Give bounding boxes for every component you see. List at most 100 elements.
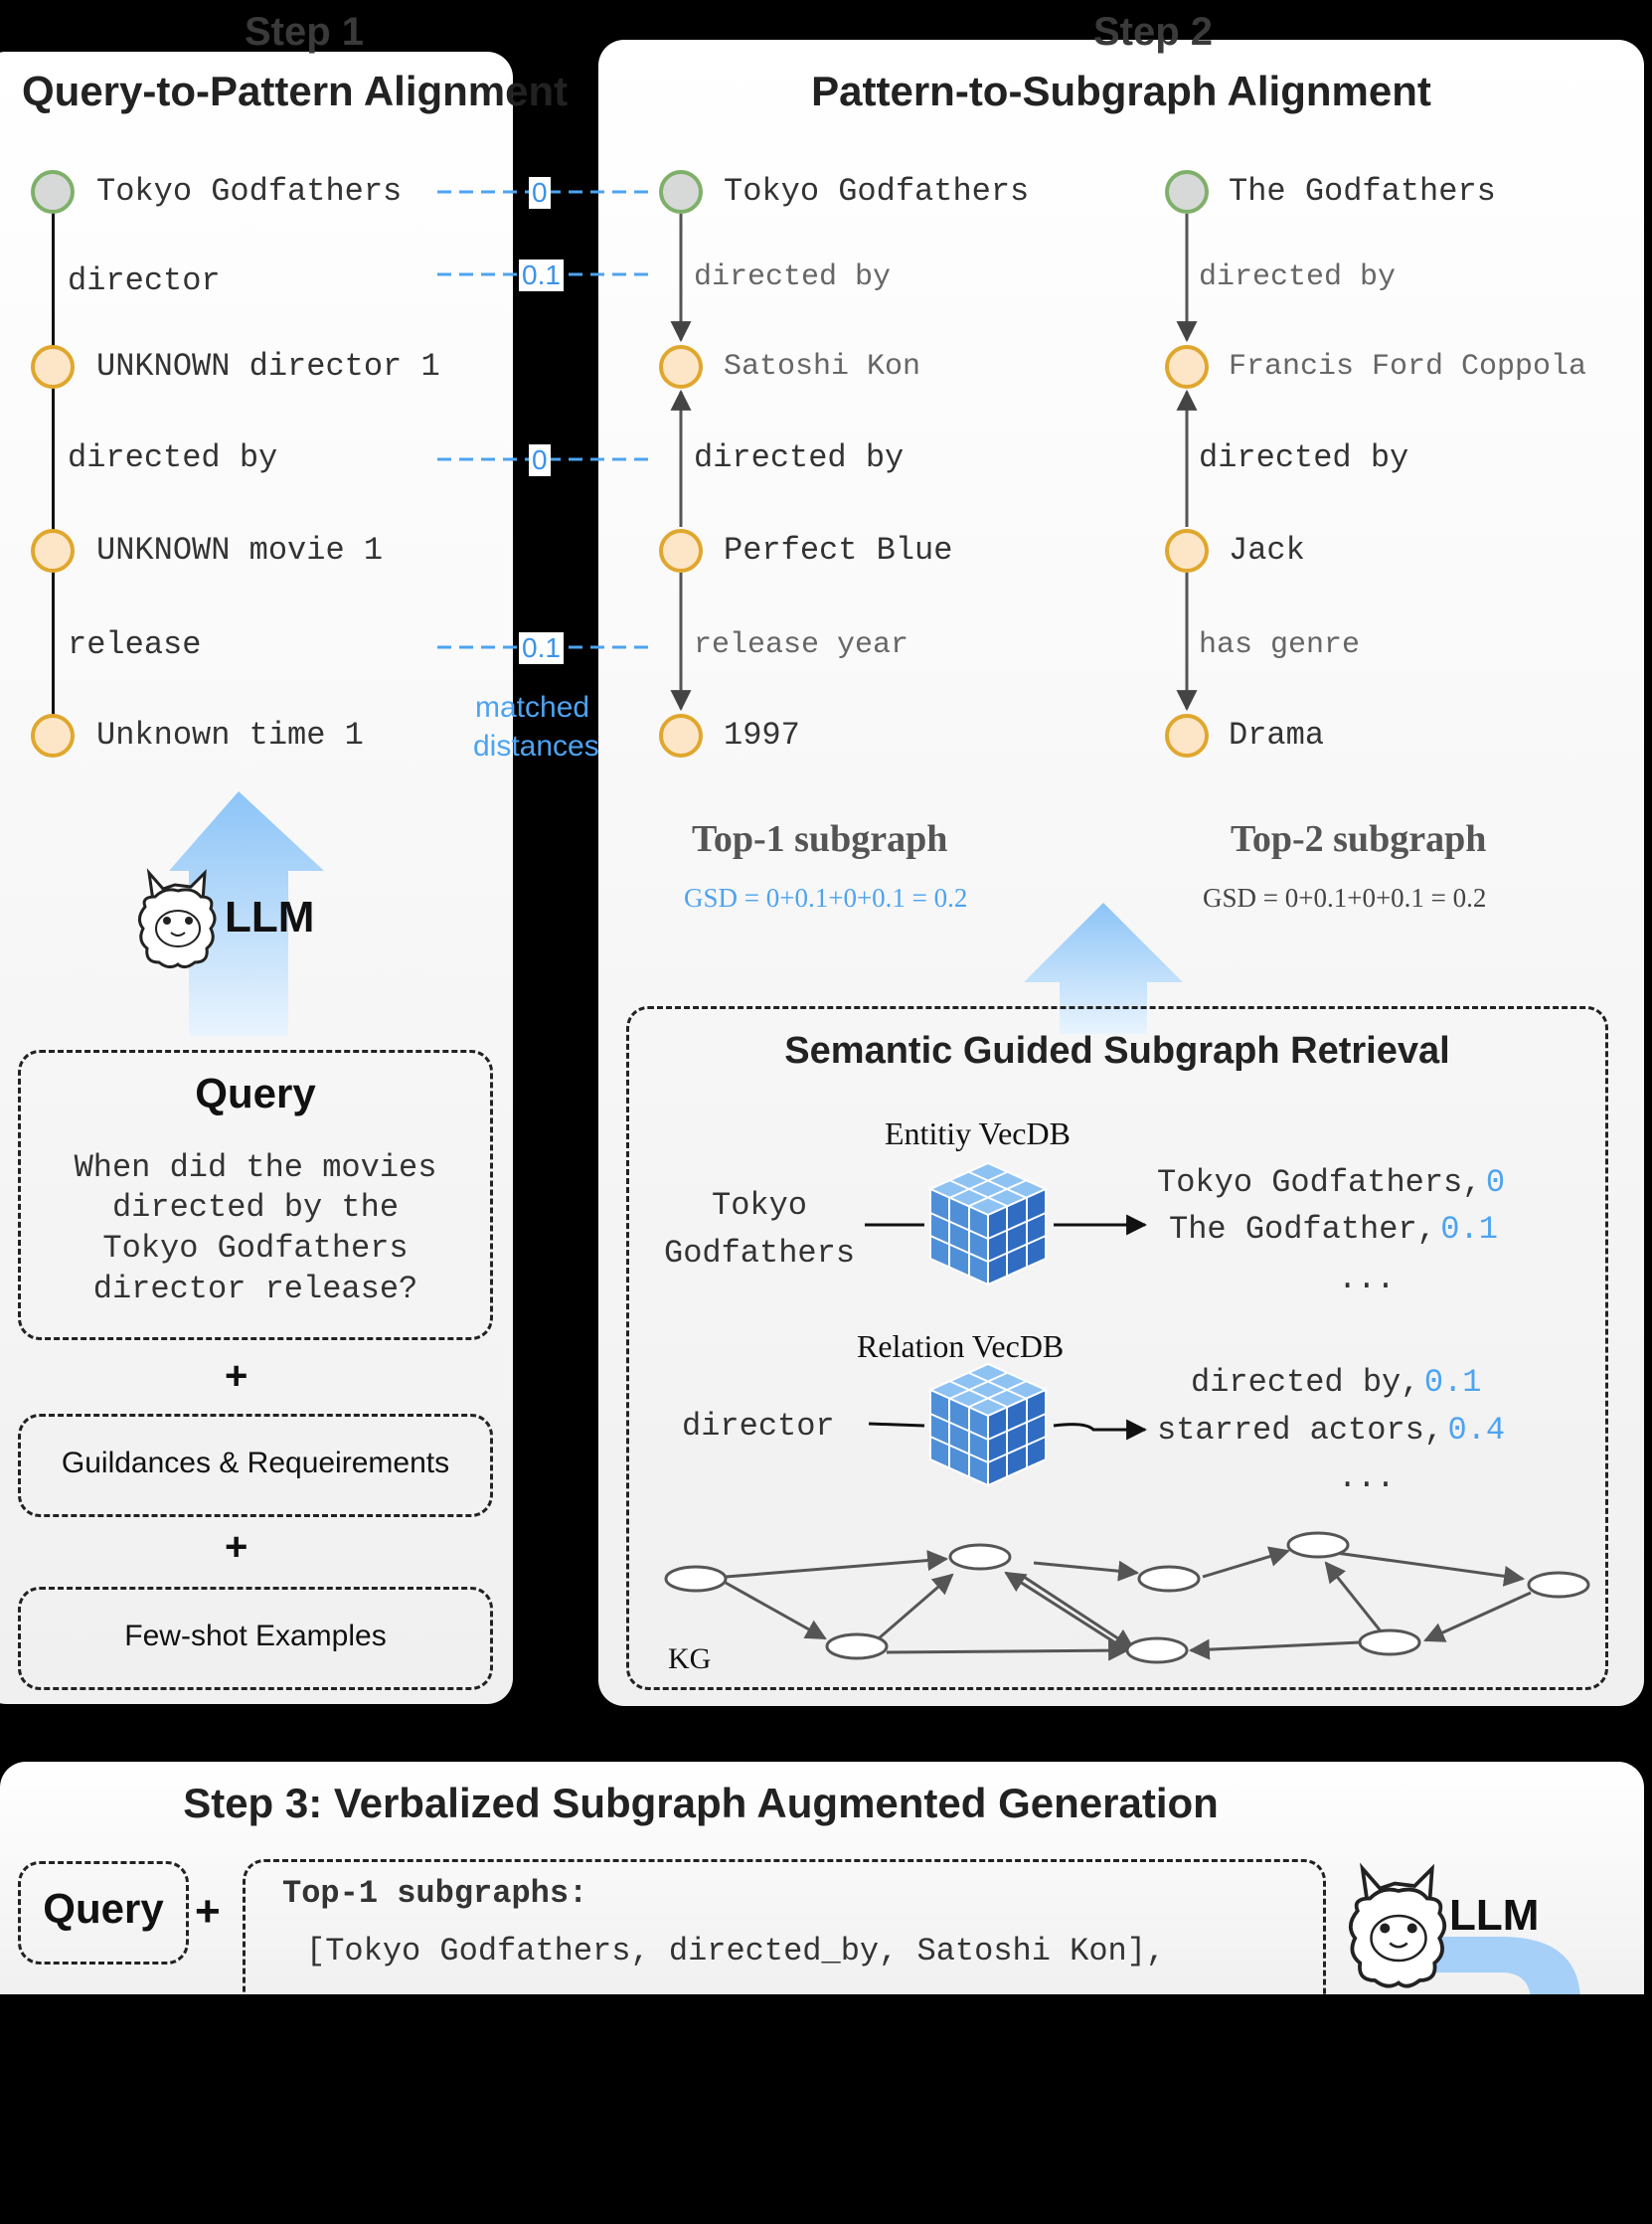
entity-result-2-score: 0.1 xyxy=(1440,1211,1498,1248)
kg-node xyxy=(1286,1531,1350,1559)
step3-output-arrow xyxy=(1431,1937,1580,2002)
kg-node xyxy=(1527,1571,1590,1599)
query-title: Query xyxy=(195,1070,316,1116)
relation-result-1: directed by, 0.1 xyxy=(1191,1364,1482,1401)
pattern-edge-label-1: director xyxy=(68,262,221,299)
distance-connectors xyxy=(437,190,648,649)
top1-node-tokyo-godfathers xyxy=(659,170,703,214)
entity-ellipsis: ... xyxy=(1338,1261,1396,1297)
top1-node-perfect-blue xyxy=(659,529,703,573)
pattern-edge-label-2: directed by xyxy=(68,439,278,476)
top2-node-coppola xyxy=(1165,345,1209,389)
retrieval-title: Semantic Guided Subgraph Retrieval xyxy=(784,1030,1450,1072)
top2-node-label-2: Francis Ford Coppola xyxy=(1229,350,1587,384)
step3-subgraph-line: [Tokyo Godfathers, directed_by, Satoshi … xyxy=(306,1933,1166,1969)
top2-node-label-1: The Godfathers xyxy=(1229,173,1496,210)
matched-distances-label-1: matched xyxy=(475,691,590,724)
top1-subgraph-label: Top-1 subgraph xyxy=(692,818,948,860)
pattern-node-start xyxy=(31,170,75,214)
step1-title: Query-to-Pattern Alignment xyxy=(22,68,569,114)
query-text-line-2: directed by the xyxy=(111,1189,400,1226)
kg-node xyxy=(1358,1628,1421,1656)
entity-vecdb-cube-icon xyxy=(927,1161,1049,1286)
query-text-line-3: Tokyo Godfathers xyxy=(102,1230,409,1267)
top1-node-label-2: Satoshi Kon xyxy=(724,350,921,384)
relation-result-2: starred actors, 0.4 xyxy=(1157,1412,1505,1449)
llm-up-arrow-step1 xyxy=(169,791,324,1036)
top1-node-label-3: Perfect Blue xyxy=(724,532,953,569)
relation-result-1-text: directed by, xyxy=(1191,1364,1420,1401)
entity-arrows xyxy=(865,1214,1148,1236)
top2-node-the-godfathers xyxy=(1165,170,1209,214)
step2-title: Pattern-to-Subgraph Alignment xyxy=(811,68,1431,114)
step3-plus: + xyxy=(195,1887,221,1936)
top2-node-label-4: Drama xyxy=(1229,717,1325,754)
retrieval-up-arrow xyxy=(1024,903,1183,1034)
top1-node-satoshi-kon xyxy=(659,345,703,389)
matched-distances-label-2: distances xyxy=(473,730,599,763)
top2-node-label-3: Jack xyxy=(1229,532,1305,569)
relation-vecdb-label: Relation VecDB xyxy=(857,1328,1065,1364)
top1-edge-label-2: directed by xyxy=(694,439,905,476)
pattern-chain-line xyxy=(52,193,55,736)
pattern-node-unknown-director xyxy=(31,345,75,389)
retrieval-box xyxy=(626,1006,1608,1690)
relation-result-2-score: 0.4 xyxy=(1447,1412,1506,1449)
kg-node xyxy=(825,1632,889,1660)
query-box xyxy=(18,1050,493,1340)
kg-label: KG xyxy=(668,1642,712,1675)
relation-result-1-score: 0.1 xyxy=(1423,1364,1482,1401)
llm-label-step3: LLM xyxy=(1449,1891,1540,1940)
top1-node-label-1: Tokyo Godfathers xyxy=(724,173,1030,210)
top2-gsd: GSD = 0+0.1+0+0.1 = 0.2 xyxy=(1203,883,1487,913)
pattern-node-unknown-time xyxy=(31,714,75,758)
entity-result-1: Tokyo Godfathers, 0 xyxy=(1157,1164,1505,1201)
pattern-node-label-1: Tokyo Godfathers xyxy=(96,173,403,210)
step2-label: Step 2 xyxy=(1093,10,1214,54)
top2-node-jack xyxy=(1165,529,1209,573)
distance-value-3: 0 xyxy=(529,444,551,476)
kg-node xyxy=(664,1565,728,1593)
pattern-node-label-4: Unknown time 1 xyxy=(96,717,364,754)
kg-node xyxy=(1125,1636,1189,1664)
top1-node-1997 xyxy=(659,714,703,758)
step3-title: Step 3: Verbalized Subgraph Augmented Ge… xyxy=(183,1780,1219,1826)
entity-query-line-1: Tokyo xyxy=(711,1187,807,1224)
top2-edge-label-3: has genre xyxy=(1199,628,1361,662)
llama-icon xyxy=(138,868,217,969)
pattern-edge-label-3: release xyxy=(68,626,202,663)
entity-query-line-2: Godfathers xyxy=(663,1235,856,1272)
top2-edge-label-1: directed by xyxy=(1199,260,1397,294)
pattern-node-label-2: UNKNOWN director 1 xyxy=(96,348,440,385)
llama-icon-step3 xyxy=(1349,1862,1447,1988)
distance-value-1: 0 xyxy=(529,177,551,209)
kg-node xyxy=(948,1543,1012,1571)
top1-gsd: GSD = 0+0.1+0+0.1 = 0.2 xyxy=(684,883,968,913)
top1-edge-label-1: directed by xyxy=(694,260,892,294)
bottom-black-area xyxy=(0,1994,1652,2224)
guidances-box xyxy=(18,1414,493,1517)
relation-query: director xyxy=(682,1408,835,1445)
knowledge-graph xyxy=(664,1531,1590,1664)
plus-sign-2: + xyxy=(225,1525,248,1569)
relation-arrows xyxy=(868,1419,1148,1441)
step3-query-label: Query xyxy=(43,1885,164,1932)
top1-edge-label-3: release year xyxy=(694,628,909,662)
query-text-line-4: director release? xyxy=(92,1271,418,1307)
subgraph-edges xyxy=(670,214,1198,712)
entity-vecdb-label: Entitiy VecDB xyxy=(885,1115,1071,1151)
pattern-node-label-3: UNKNOWN movie 1 xyxy=(96,532,384,569)
pattern-node-unknown-movie xyxy=(31,529,75,573)
llm-label-step1: LLM xyxy=(225,893,315,941)
entity-result-2-text: The Godfather, xyxy=(1169,1211,1436,1248)
top2-subgraph-label: Top-2 subgraph xyxy=(1231,818,1487,860)
step3-subgraph-header: Top-1 subgraphs: xyxy=(282,1875,588,1912)
top2-edge-label-2: directed by xyxy=(1199,439,1409,476)
relation-result-2-text: starred actors, xyxy=(1157,1412,1444,1449)
top2-node-drama xyxy=(1165,714,1209,758)
relation-vecdb-cube-icon xyxy=(927,1362,1049,1487)
kg-node xyxy=(1137,1565,1201,1593)
entity-result-1-text: Tokyo Godfathers, xyxy=(1157,1164,1482,1201)
fewshot-label: Few-shot Examples xyxy=(124,1620,387,1652)
step1-label: Step 1 xyxy=(245,10,365,54)
